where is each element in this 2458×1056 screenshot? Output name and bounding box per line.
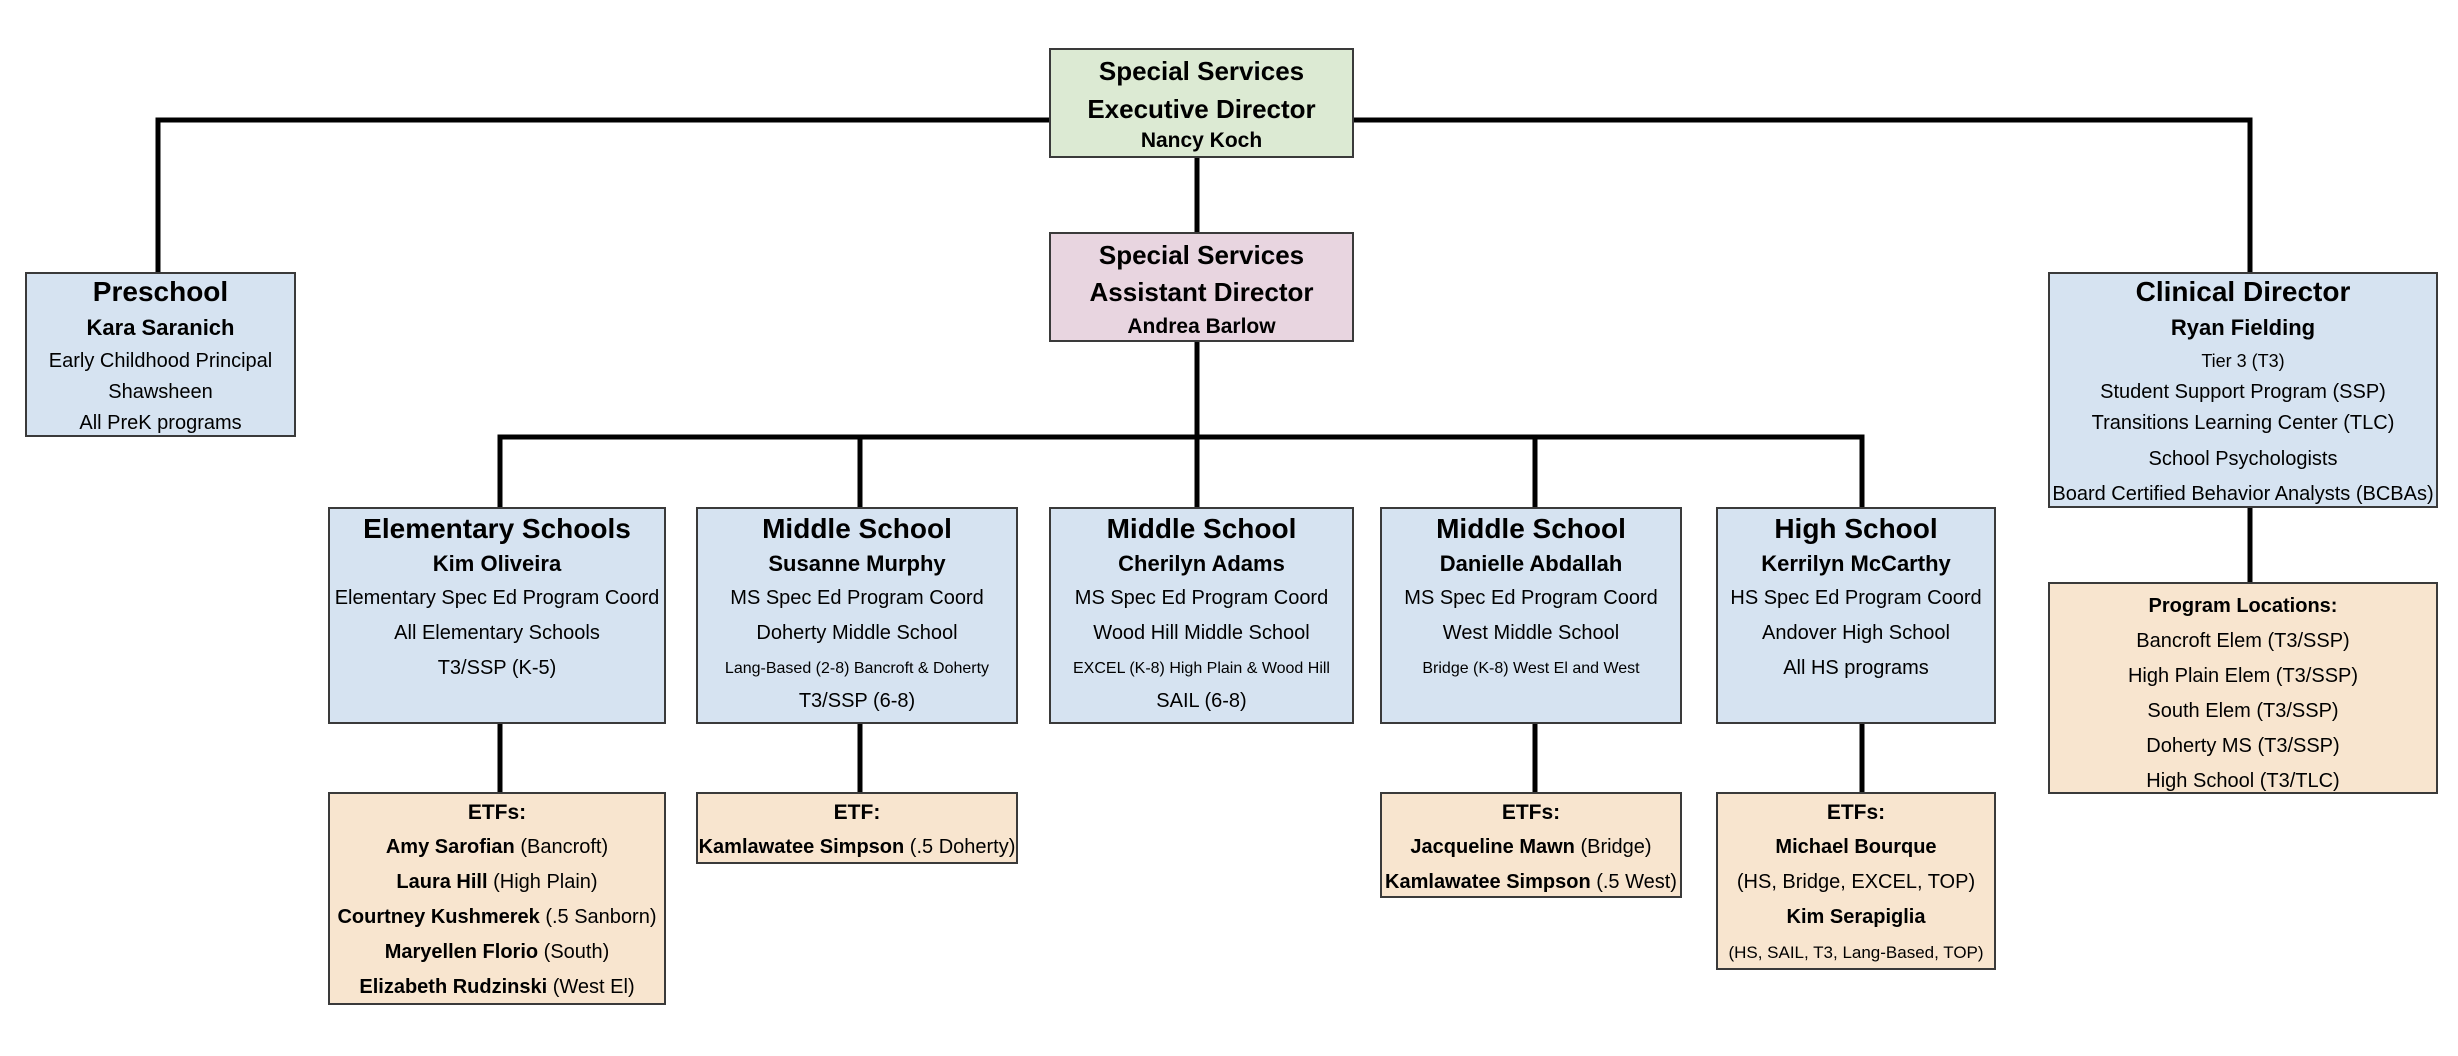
etf-entry: Jacqueline Mawn (Bridge) xyxy=(1410,836,1652,858)
preschool-box: Preschool Kara Saranich Early Childhood … xyxy=(25,272,296,437)
elementary-schools-box: Elementary Schools Kim Oliveira Elementa… xyxy=(328,507,666,724)
preschool-line: Early Childhood Principal xyxy=(48,350,273,372)
program-location-item: High Plain Elem (T3/SSP) xyxy=(2127,665,2359,687)
etf-entry: Laura Hill (High Plain) xyxy=(396,871,598,893)
ms2-title: Middle School xyxy=(1106,513,1297,544)
program-location-item: South Elem (T3/SSP) xyxy=(2147,700,2339,722)
program-locations-box: Program Locations: Bancroft Elem (T3/SSP… xyxy=(2048,582,2438,794)
ms1-line: Doherty Middle School xyxy=(756,622,958,644)
ms1-line: Lang-Based (2-8) Bancroft & Doherty xyxy=(724,660,990,677)
ms3-title: Middle School xyxy=(1436,513,1626,544)
ms2-line: SAIL (6-8) xyxy=(1156,690,1247,712)
preschool-name: Kara Saranich xyxy=(86,315,235,340)
elem-title: Elementary Schools xyxy=(363,513,631,544)
program-locations-title: Program Locations: xyxy=(2148,595,2338,617)
elem-line: Elementary Spec Ed Program Coord xyxy=(334,587,660,609)
ms1-line: MS Spec Ed Program Coord xyxy=(730,587,984,609)
clinical-line: Student Support Program (SSP) xyxy=(2100,381,2386,403)
ms3-line: MS Spec Ed Program Coord xyxy=(1404,587,1658,609)
clinical-name: Ryan Fielding xyxy=(2170,315,2316,340)
assistant-director-box: Special Services Assistant Director Andr… xyxy=(1049,232,1354,342)
exec-title-line1: Special Services xyxy=(1098,56,1305,86)
preschool-title: Preschool xyxy=(92,276,229,307)
etf-high-school-box: ETFs: Michael Bourque (HS, Bridge, EXCEL… xyxy=(1716,792,1996,970)
clinical-director-box: Clinical Director Ryan Fielding Tier 3 (… xyxy=(2048,272,2438,508)
program-location-item: Doherty MS (T3/SSP) xyxy=(2146,735,2340,757)
etf-middle-school-murphy-box: ETF: Kamlawatee Simpson (.5 Doherty) xyxy=(696,792,1018,864)
etf-entry: Courtney Kushmerek (.5 Sanborn) xyxy=(337,906,657,928)
etf-hs-name: Michael Bourque xyxy=(1775,836,1937,858)
ms3-name: Danielle Abdallah xyxy=(1439,551,1623,576)
ms2-line: EXCEL (K-8) High Plain & Wood Hill xyxy=(1073,660,1330,677)
exec-name: Nancy Koch xyxy=(1140,129,1263,152)
asst-title-line1: Special Services xyxy=(1098,240,1305,270)
ms1-title: Middle School xyxy=(762,513,952,544)
middle-school-adams-box: Middle School Cherilyn Adams MS Spec Ed … xyxy=(1049,507,1354,724)
etf-entry: Kamlawatee Simpson (.5 Doherty) xyxy=(698,836,1016,858)
hs-line: Andover High School xyxy=(1762,622,1950,644)
high-school-box: High School Kerrilyn McCarthy HS Spec Ed… xyxy=(1716,507,1996,724)
etf-elem-title: ETFs: xyxy=(467,801,527,824)
etf-hs-name: Kim Serapiglia xyxy=(1786,906,1926,928)
program-location-item: High School (T3/TLC) xyxy=(2146,770,2340,792)
hs-line: All HS programs xyxy=(1783,657,1929,679)
preschool-line: Shawsheen xyxy=(108,381,213,403)
elem-name: Kim Oliveira xyxy=(432,551,562,576)
preschool-line: All PreK programs xyxy=(79,412,242,434)
hs-line: HS Spec Ed Program Coord xyxy=(1730,587,1982,609)
hs-title: High School xyxy=(1774,513,1938,544)
etf-ms3-title: ETFs: xyxy=(1501,801,1561,824)
elem-line: T3/SSP (K-5) xyxy=(437,657,557,679)
clinical-line: Board Certified Behavior Analysts (BCBAs… xyxy=(2052,483,2434,505)
clinical-title: Clinical Director xyxy=(2135,276,2351,307)
middle-school-murphy-box: Middle School Susanne Murphy MS Spec Ed … xyxy=(696,507,1018,724)
elem-line: All Elementary Schools xyxy=(394,622,600,644)
ms1-line: T3/SSP (6-8) xyxy=(798,690,916,712)
ms3-line: Bridge (K-8) West El and West xyxy=(1422,660,1640,677)
etf-hs-detail: (HS, Bridge, EXCEL, TOP) xyxy=(1736,871,1976,893)
etf-hs-title: ETFs: xyxy=(1826,801,1886,824)
executive-director-box: Special Services Executive Director Nanc… xyxy=(1049,48,1354,158)
asst-title-line2: Assistant Director xyxy=(1089,277,1314,307)
ms3-line: West Middle School xyxy=(1442,622,1620,644)
clinical-line: Transitions Learning Center (TLC) xyxy=(2091,412,2395,434)
etf-hs-detail: (HS, SAIL, T3, Lang-Based, TOP) xyxy=(1728,943,1984,962)
etf-middle-school-abdallah-box: ETFs: Jacqueline Mawn (Bridge) Kamlawate… xyxy=(1380,792,1682,898)
ms2-line: Wood Hill Middle School xyxy=(1093,622,1310,644)
clinical-line: School Psychologists xyxy=(2148,448,2338,470)
ms2-name: Cherilyn Adams xyxy=(1118,551,1285,576)
etf-entry: Kamlawatee Simpson (.5 West) xyxy=(1385,871,1677,893)
etf-entry: Maryellen Florio (South) xyxy=(384,941,610,963)
program-location-item: Bancroft Elem (T3/SSP) xyxy=(2136,630,2350,652)
ms1-name: Susanne Murphy xyxy=(768,551,946,576)
etf-elementary-box: ETFs: Amy Sarofian (Bancroft) Laura Hill… xyxy=(328,792,666,1005)
etf-entry: Elizabeth Rudzinski (West El) xyxy=(359,976,635,998)
exec-title-line2: Executive Director xyxy=(1087,94,1316,124)
hs-name: Kerrilyn McCarthy xyxy=(1761,551,1951,576)
middle-school-abdallah-box: Middle School Danielle Abdallah MS Spec … xyxy=(1380,507,1682,724)
etf-entry: Amy Sarofian (Bancroft) xyxy=(385,836,609,858)
clinical-line: Tier 3 (T3) xyxy=(2201,351,2285,371)
asst-name: Andrea Barlow xyxy=(1127,315,1276,338)
ms2-line: MS Spec Ed Program Coord xyxy=(1074,587,1329,609)
etf-ms1-title: ETF: xyxy=(833,801,881,824)
